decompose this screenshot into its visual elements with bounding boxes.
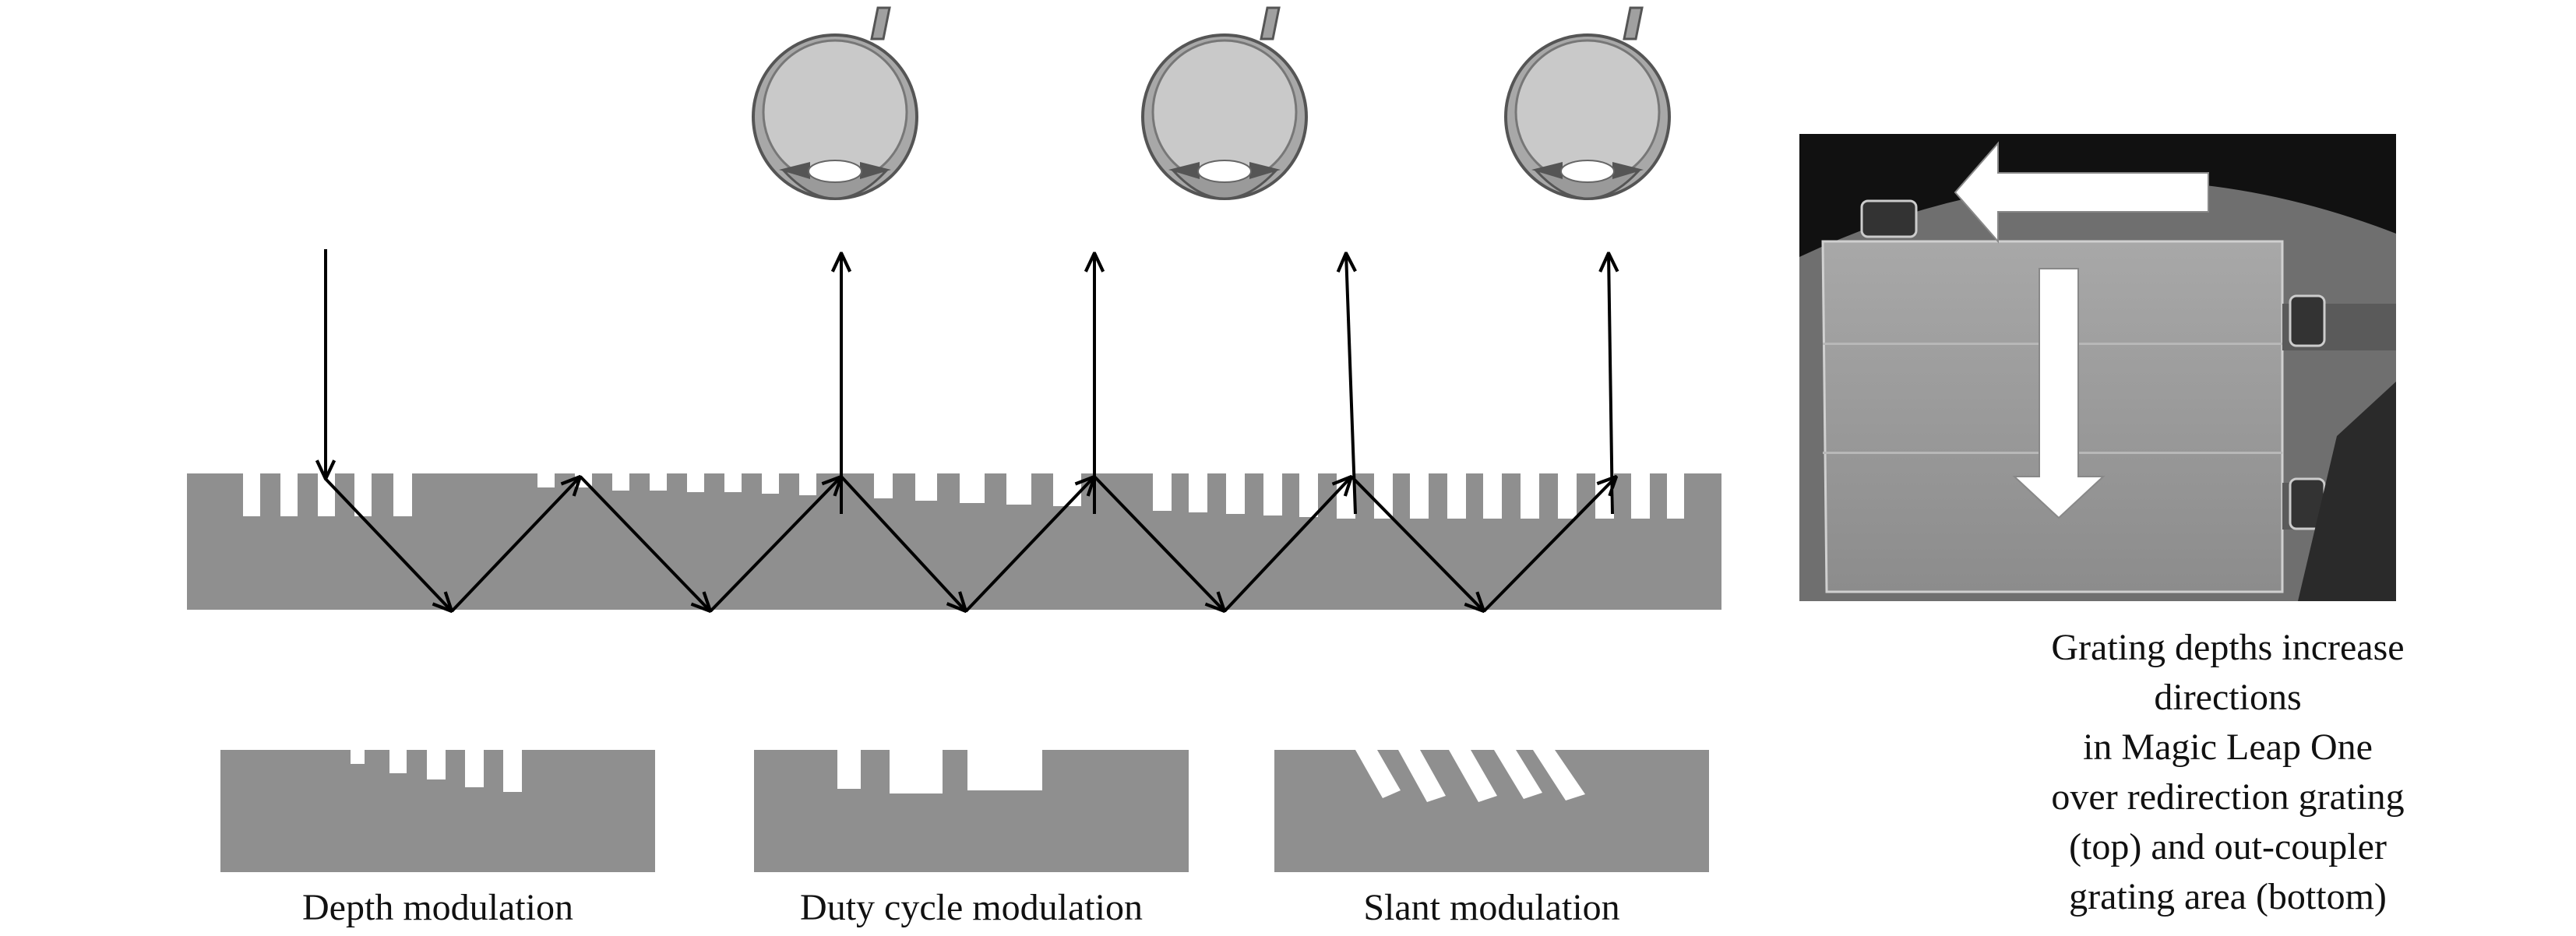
photo-caption: Grating depths increase directions in Ma… bbox=[1768, 623, 2576, 922]
photo-caption-line: in Magic Leap One bbox=[2083, 727, 2373, 768]
caption-slant-modulation: Slant modulation bbox=[1363, 887, 1620, 928]
photo-caption-line: (top) and out-coupler bbox=[2069, 826, 2387, 867]
eye-icon-2 bbox=[1141, 6, 1308, 200]
eye-icon-1 bbox=[752, 6, 918, 200]
slant-modulation-inset bbox=[1274, 750, 1709, 872]
photo-caption-line: over redirection grating bbox=[2051, 776, 2405, 818]
depth-modulation-inset bbox=[220, 750, 655, 872]
eye-icon-3 bbox=[1504, 6, 1671, 200]
caption-duty-cycle-modulation: Duty cycle modulation bbox=[800, 887, 1143, 928]
caption-depth-modulation: Depth modulation bbox=[302, 887, 573, 928]
white-arrow-down-icon bbox=[2012, 268, 2106, 519]
duty-cycle-modulation-inset bbox=[754, 750, 1189, 872]
white-arrow-left-icon bbox=[1954, 141, 2209, 244]
light-rays bbox=[326, 249, 1616, 611]
magic-leap-waveguide-photo bbox=[1799, 134, 2396, 601]
photo-caption-line: directions bbox=[2154, 677, 2302, 718]
photo-caption-line: Grating depths increase bbox=[2051, 627, 2405, 668]
photo-caption-line: grating area (bottom) bbox=[2069, 876, 2387, 917]
